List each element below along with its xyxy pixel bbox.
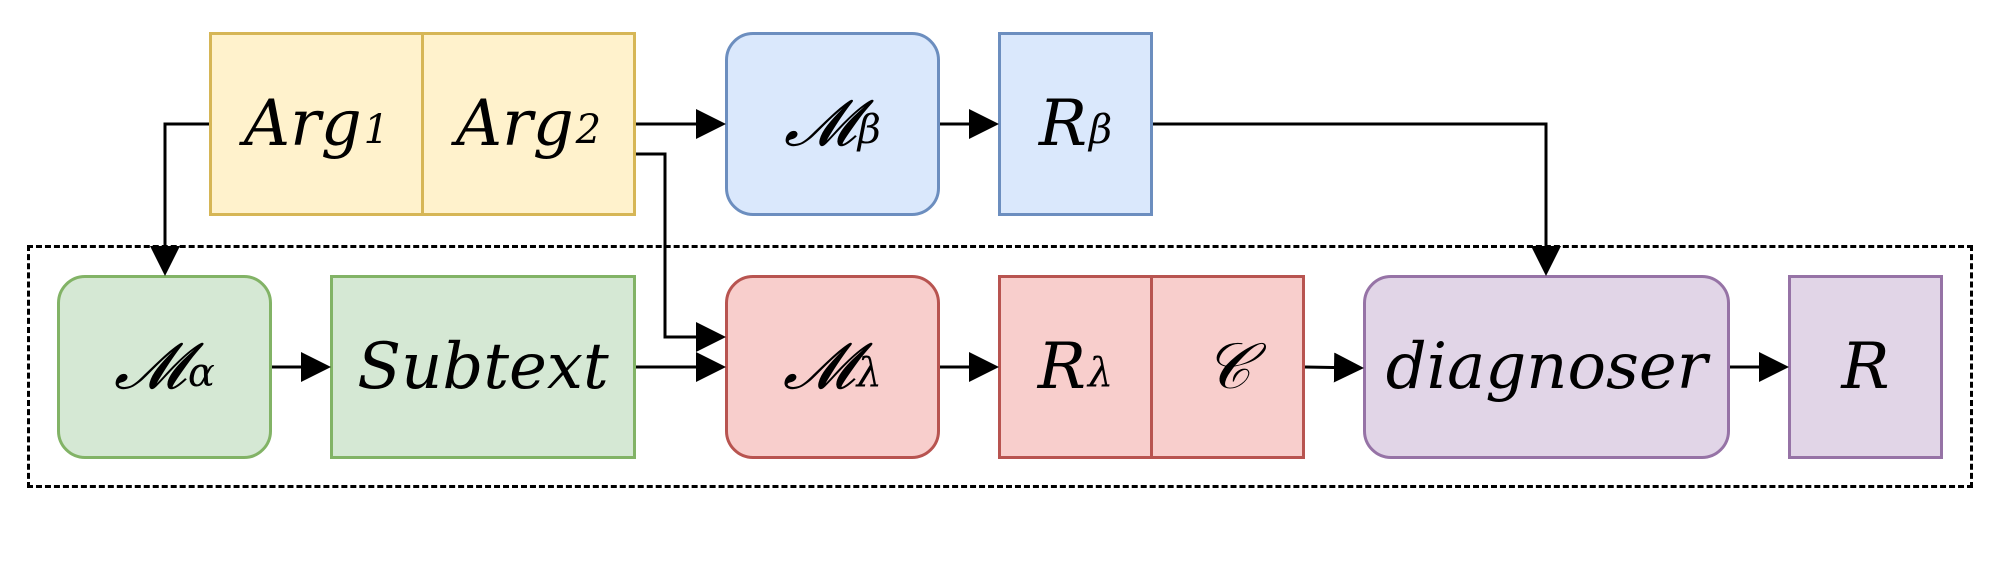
subtext-node: Subtext — [330, 275, 636, 459]
arg1-subscript: 1 — [363, 107, 390, 153]
m-beta-label: 𝓜 — [784, 87, 856, 161]
r-lambda-subscript: λ — [1087, 350, 1114, 396]
r-label: R — [1841, 330, 1890, 404]
diagnoser-label: diagnoser — [1385, 330, 1708, 404]
r-lambda-label: R — [1037, 330, 1086, 404]
m-lambda-subscript: λ — [856, 350, 883, 396]
m-alpha-subscript: α — [187, 350, 215, 396]
c-node: 𝒞 — [1150, 275, 1305, 459]
r-beta-subscript: β — [1089, 107, 1113, 153]
subtext-label: Subtext — [357, 330, 609, 404]
edge-arg2-to-m-lambda — [636, 152, 726, 352]
edge-r-beta-to-diagnoser — [1153, 122, 1561, 276]
pipeline-group — [27, 245, 1973, 488]
edge-c-to-diagnoser — [1304, 352, 1364, 383]
arg1-label: Arg — [243, 87, 362, 161]
diagnoser-node: diagnoser — [1363, 275, 1730, 459]
m-beta-subscript: β — [857, 107, 881, 153]
c-label: 𝒞 — [1204, 330, 1251, 404]
m-alpha-label: 𝓜 — [114, 330, 186, 404]
arg2-label: Arg — [455, 87, 574, 161]
m-lambda-label: 𝓜 — [782, 330, 855, 404]
r-beta-label: R — [1038, 87, 1088, 161]
r-node: R — [1788, 275, 1943, 459]
arg2-subscript: 2 — [575, 107, 602, 153]
edge-arg1-to-m-alpha — [150, 122, 209, 276]
